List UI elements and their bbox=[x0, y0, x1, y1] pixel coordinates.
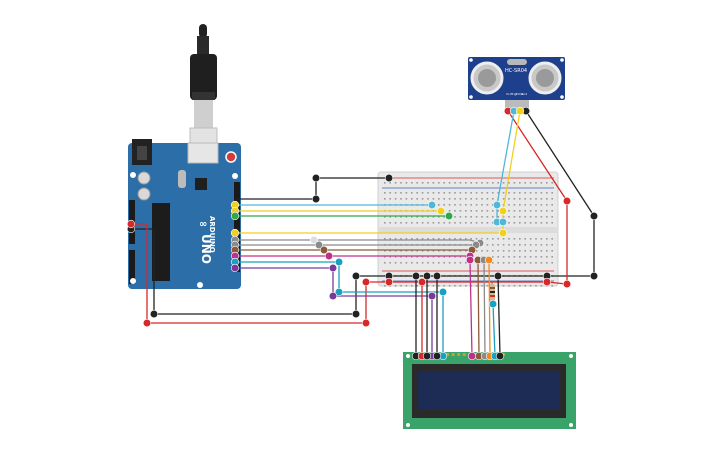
wire-node[interactable] bbox=[230, 211, 240, 221]
wire-node[interactable] bbox=[432, 271, 442, 281]
lcd-pin bbox=[462, 353, 466, 356]
lcd-screen bbox=[418, 372, 560, 410]
wire-node[interactable] bbox=[589, 211, 599, 221]
lcd-pin bbox=[451, 353, 455, 356]
wire-node[interactable] bbox=[311, 194, 321, 204]
wire-node[interactable] bbox=[422, 351, 432, 361]
wire[interactable] bbox=[477, 259, 480, 357]
wire-node[interactable] bbox=[562, 279, 572, 289]
wire-node[interactable] bbox=[384, 173, 394, 183]
arduino-model-text: UNO bbox=[199, 234, 213, 264]
wire-node[interactable] bbox=[515, 106, 525, 116]
wire-node[interactable] bbox=[492, 200, 502, 210]
wire-node[interactable] bbox=[351, 309, 361, 319]
wire-node[interactable] bbox=[142, 318, 152, 328]
sensor-pin-label: Trig bbox=[510, 92, 516, 96]
wire-node[interactable] bbox=[314, 240, 324, 250]
wire-node[interactable] bbox=[230, 228, 240, 238]
wire-node[interactable] bbox=[361, 318, 371, 328]
wire-node[interactable] bbox=[427, 291, 437, 301]
gnd-wire[interactable] bbox=[235, 177, 389, 200]
wire[interactable] bbox=[497, 275, 501, 357]
wire[interactable] bbox=[469, 259, 473, 357]
wire-endpoints bbox=[126, 106, 599, 361]
wire-node[interactable] bbox=[311, 173, 321, 183]
wire-node[interactable] bbox=[324, 251, 334, 261]
power-rail-wire[interactable] bbox=[131, 110, 568, 324]
wire-node[interactable] bbox=[411, 271, 421, 281]
sensor-pin-label: Gnd bbox=[521, 92, 527, 96]
wire-node[interactable] bbox=[589, 271, 599, 281]
breadboard[interactable] bbox=[377, 171, 559, 287]
wire-node[interactable] bbox=[230, 263, 240, 273]
wire-node[interactable] bbox=[334, 287, 344, 297]
lcd-pin bbox=[457, 353, 461, 356]
wire-node[interactable] bbox=[319, 245, 329, 255]
wire-node[interactable] bbox=[334, 257, 344, 267]
reset-button[interactable] bbox=[225, 151, 237, 163]
wire-node[interactable] bbox=[126, 219, 136, 229]
ground-rail-wire[interactable] bbox=[131, 110, 595, 315]
wire-node[interactable] bbox=[467, 351, 477, 361]
sensor-pin-label: Vcc bbox=[506, 92, 512, 96]
wire-node[interactable] bbox=[149, 309, 159, 319]
wire-node[interactable] bbox=[438, 287, 448, 297]
wire-node[interactable] bbox=[361, 277, 371, 287]
wire-node[interactable] bbox=[328, 291, 338, 301]
arduino-logo: ARDUINO bbox=[208, 216, 216, 253]
arduino-logo-text: ARDUINO bbox=[208, 216, 216, 253]
ultrasonic-sensor[interactable]: HC-SR04 Vcc Trig Echo Gnd bbox=[468, 57, 565, 111]
wire-node[interactable] bbox=[309, 235, 319, 245]
wire-node[interactable] bbox=[432, 351, 442, 361]
wire-node[interactable] bbox=[444, 211, 454, 221]
wire-node[interactable] bbox=[351, 271, 361, 281]
wire-node[interactable] bbox=[498, 217, 508, 227]
wire[interactable] bbox=[492, 303, 496, 357]
infinity-logo-icon: ∞ bbox=[199, 219, 207, 230]
wire-node[interactable] bbox=[384, 277, 394, 287]
wire-node[interactable] bbox=[484, 255, 494, 265]
lcd-display[interactable] bbox=[403, 352, 576, 429]
wire-node[interactable] bbox=[427, 200, 437, 210]
wire-node[interactable] bbox=[422, 271, 432, 281]
wire-node[interactable] bbox=[488, 299, 498, 309]
wire-node[interactable] bbox=[562, 196, 572, 206]
wire[interactable] bbox=[488, 259, 491, 357]
lcd-pin bbox=[446, 353, 449, 356]
arduino-uno-board[interactable]: ARDUINO UNO ∞ bbox=[128, 139, 241, 289]
sensor-label: HC-SR04 bbox=[505, 68, 527, 74]
wire-node[interactable] bbox=[436, 206, 446, 216]
wire-node[interactable] bbox=[465, 255, 475, 265]
wire-node[interactable] bbox=[542, 277, 552, 287]
wire-node[interactable] bbox=[495, 351, 505, 361]
wire-node[interactable] bbox=[498, 228, 508, 238]
wire-node[interactable] bbox=[417, 277, 427, 287]
wire-node[interactable] bbox=[498, 206, 508, 216]
sensor-pin-label: Echo bbox=[516, 92, 523, 96]
wire-node[interactable] bbox=[493, 271, 503, 281]
atmega-chip bbox=[152, 203, 170, 281]
wire[interactable] bbox=[483, 259, 486, 357]
wire-node[interactable] bbox=[328, 263, 338, 273]
